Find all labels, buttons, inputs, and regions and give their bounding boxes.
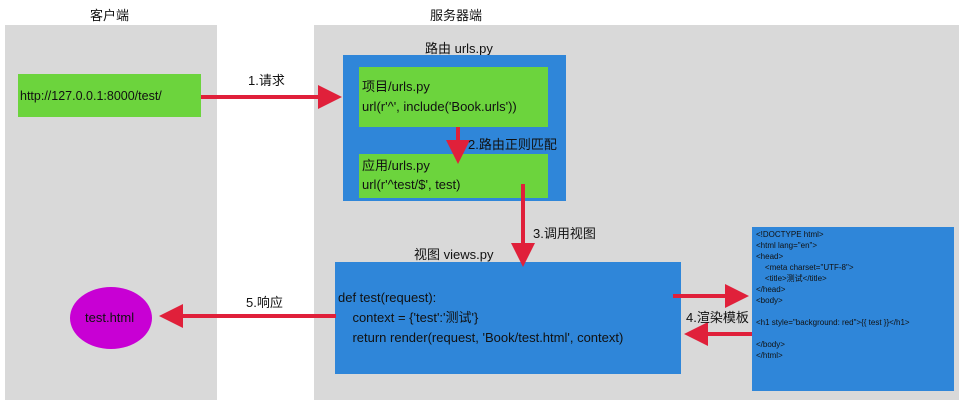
template-box: [752, 227, 954, 391]
view-code-line-2: context = {'test':'测试'}: [338, 310, 479, 325]
template-line: <body>: [756, 296, 783, 305]
template-line: <title>测试</title>: [756, 274, 827, 283]
step-response-label: 5.响应: [246, 295, 283, 310]
view-box: [335, 262, 681, 374]
project-urls-box: [359, 67, 548, 127]
server-label: 服务器端: [430, 8, 483, 23]
template-line: [756, 306, 910, 317]
view-title: 视图 views.py: [414, 247, 494, 262]
template-line: </head>: [756, 285, 786, 294]
project-urls-code: url(r'^', include('Book.urls')): [362, 99, 517, 114]
template-line: [756, 328, 910, 339]
client-url-box: [18, 74, 201, 117]
template-line: <h1 style="background: red">{{ test }}</…: [756, 318, 910, 327]
step-route-match-label: 2.路由正则匹配: [468, 137, 557, 152]
template-line: </html>: [756, 351, 783, 360]
template-code: <!DOCTYPE html> <html lang="en"> <head> …: [756, 229, 910, 361]
view-code-line-1: def test(request):: [338, 290, 437, 305]
project-urls-file: 项目/urls.py: [362, 79, 430, 94]
template-line: <html lang="en">: [756, 241, 818, 250]
step-call-view-label: 3.调用视图: [533, 226, 596, 241]
client-url: http://127.0.0.1:8000/test/: [20, 89, 162, 103]
client-label: 客户端: [90, 8, 130, 23]
result-label: test.html: [85, 310, 135, 325]
router-title: 路由 urls.py: [425, 41, 493, 56]
view-code-line-3: return render(request, 'Book/test.html',…: [338, 330, 624, 345]
app-urls-file: 应用/urls.py: [362, 158, 430, 173]
step-request-label: 1.请求: [248, 73, 285, 88]
template-line: <!DOCTYPE html>: [756, 230, 824, 239]
result-circle: [70, 287, 152, 349]
template-line: <meta charset="UTF-8">: [756, 263, 854, 272]
template-line: </body>: [756, 340, 785, 349]
step-render-template-label: 4.渲染模板: [686, 310, 749, 325]
app-urls-code: url(r'^test/$', test): [362, 177, 461, 192]
template-line: <head>: [756, 252, 784, 261]
